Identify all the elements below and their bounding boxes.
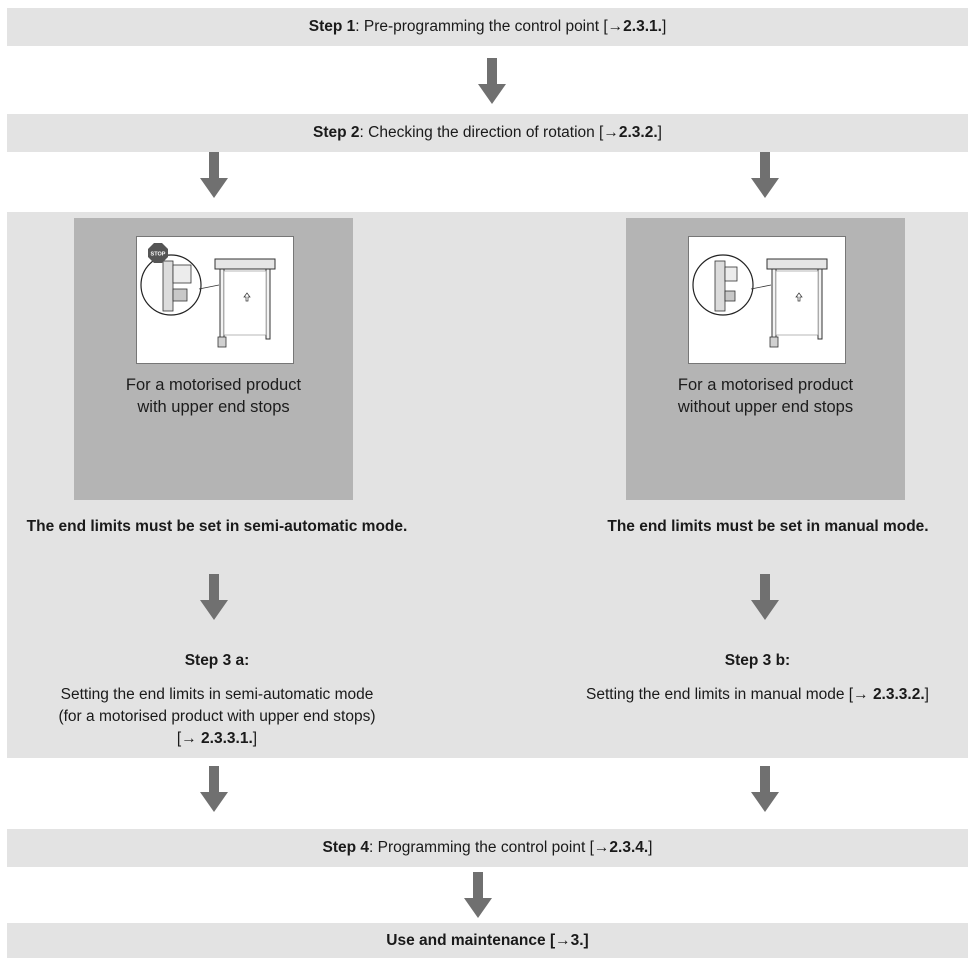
stop-sign-icon: [147, 243, 168, 263]
step-1-band: Step 1: Pre-programming the control poin…: [7, 8, 968, 46]
step-4-text: : Programming the control point [→: [369, 839, 610, 856]
step-3a-ref-close: ]: [252, 730, 258, 747]
step-2-ref: 2.3.2.: [618, 124, 658, 141]
down-arrow-3-left: [200, 574, 228, 620]
step-1-text: : Pre-programming the control point [→: [355, 18, 624, 35]
step-3a-ref-open: [→: [176, 730, 202, 747]
step-4-close: ]: [648, 839, 653, 856]
card-without-end-stops: For a motorised product without upper en…: [626, 218, 905, 500]
use-maintenance-ref: 3.: [570, 931, 584, 949]
mode-text-semi-automatic: The end limits must be set in semi-autom…: [26, 518, 408, 535]
stop-sign-label: STOP: [150, 252, 165, 258]
step-3b-line-1: Setting the end limits in manual mode [→…: [547, 684, 968, 706]
step-2-label: Step 2: [313, 124, 360, 141]
step-3b: Step 3 b: Setting the end limits in manu…: [547, 650, 968, 706]
step-3b-ref-close: ]: [924, 686, 929, 703]
step-3b-title: Step 3 b:: [724, 652, 791, 669]
step-3a-title: Step 3 a:: [184, 652, 250, 669]
step-3a: Step 3 a: Setting the end limits in semi…: [7, 650, 427, 750]
mode-text-manual: The end limits must be set in manual mod…: [607, 518, 929, 535]
down-arrow-4-right: [751, 766, 779, 812]
step-4-ref: 2.3.4.: [609, 839, 649, 856]
step-3a-line-3: [→ 2.3.3.1.]: [7, 728, 427, 750]
step-4-band: Step 4: Programming the control point [→…: [7, 829, 968, 867]
card-text-with-end-stops: For a motorised product with upper end s…: [125, 376, 302, 416]
step-3a-ref: 2.3.3.1.: [201, 730, 253, 747]
step-4-label: Step 4: [322, 839, 370, 856]
down-arrow-4-left: [200, 766, 228, 812]
card-with-end-stops: STOP For a motorised product with upper …: [74, 218, 353, 500]
down-arrow-2-right: [751, 152, 779, 198]
step-2-band: Step 2: Checking the direction of rotati…: [7, 114, 968, 152]
step-2-text: : Checking the direction of rotation [→: [359, 124, 619, 141]
use-and-maintenance-band: Use and maintenance [→ 3.]: [7, 923, 968, 958]
step-2-close: ]: [657, 124, 662, 141]
step-3b-ref: 2.3.3.2.: [872, 686, 925, 703]
step-3b-text: Setting the end limits in manual mode [→: [586, 686, 873, 703]
use-maintenance-text: Use and maintenance [→: [386, 931, 571, 949]
product-illustration-no-stop: [687, 236, 846, 364]
branch-section: STOP For a motorised product with upper …: [7, 212, 968, 758]
use-maintenance-close: ]: [583, 931, 589, 949]
down-arrow-3-right: [751, 574, 779, 620]
down-arrow-2-left: [200, 152, 228, 198]
product-illustration-with-stop: STOP: [135, 236, 294, 364]
down-arrow-1: [478, 58, 506, 104]
step-3a-line-2: (for a motorised product with upper end …: [58, 708, 376, 725]
step-1-close: ]: [661, 18, 667, 35]
step-3a-line-1: Setting the end limits in semi-automatic…: [60, 686, 374, 703]
step-1-ref: 2.3.1.: [623, 18, 662, 35]
step-1-label: Step 1: [308, 18, 356, 35]
card-text-without-end-stops: For a motorised product without upper en…: [677, 376, 854, 416]
down-arrow-5: [464, 872, 492, 918]
